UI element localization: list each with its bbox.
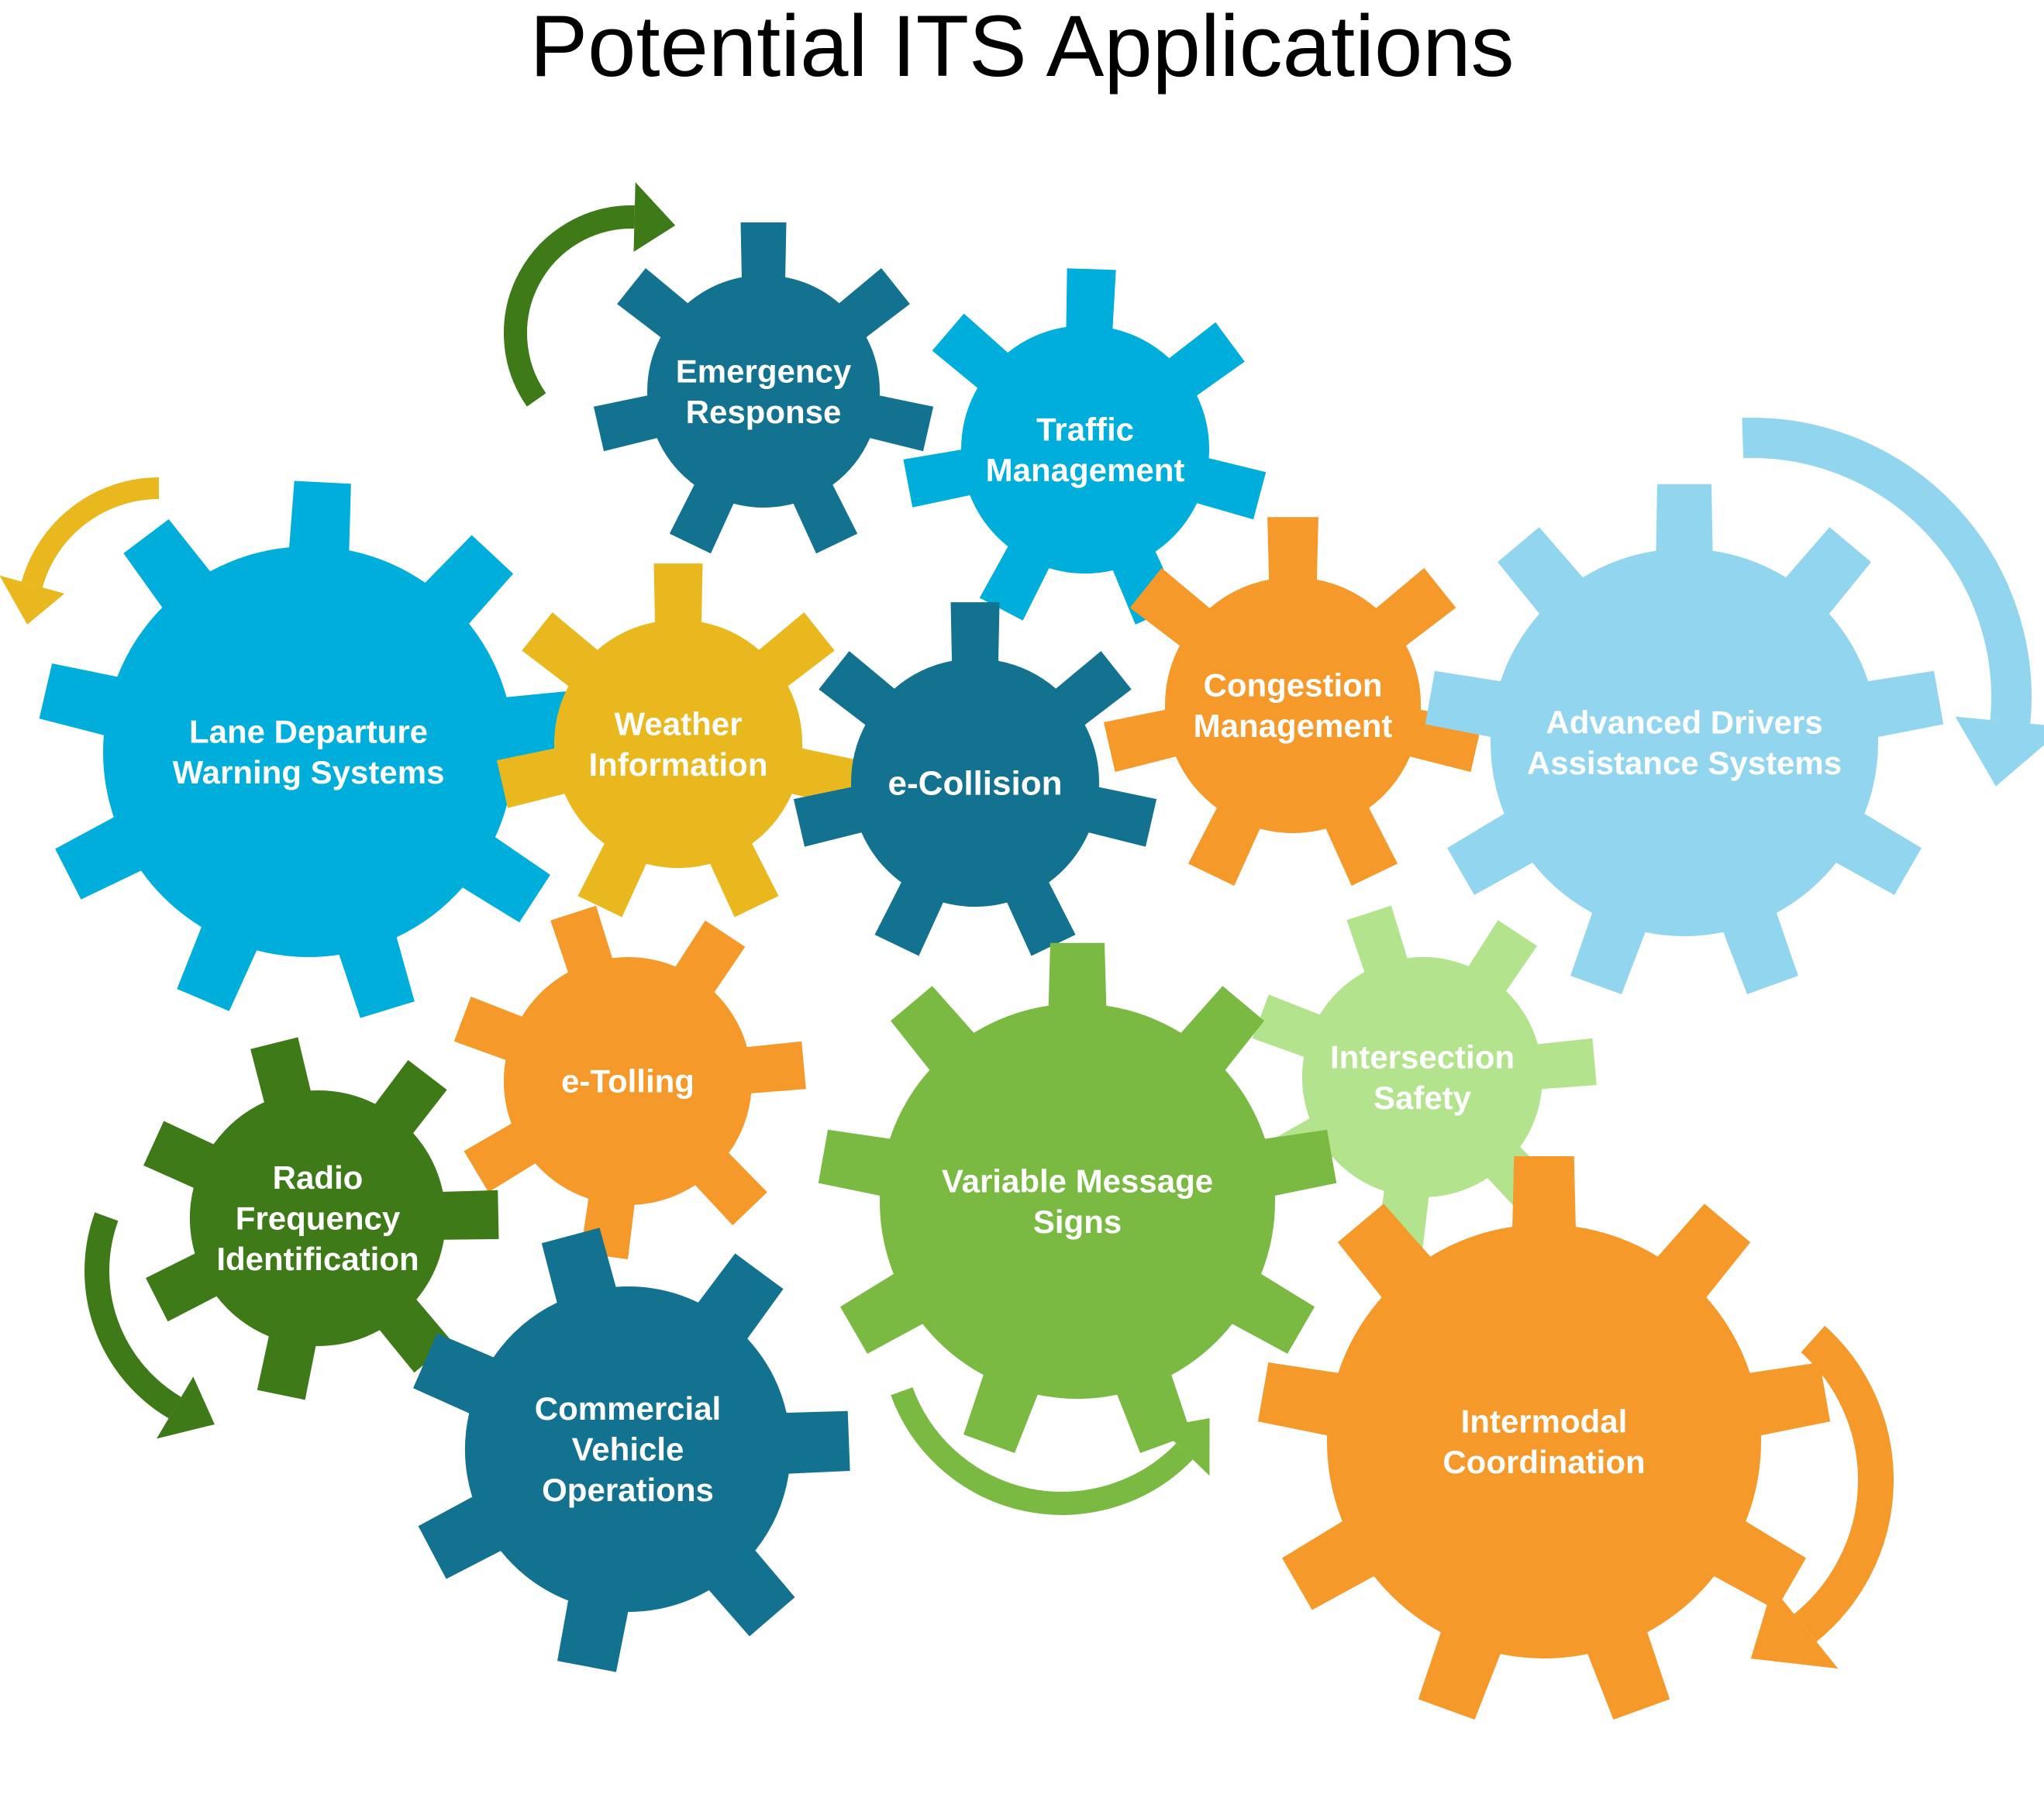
gear-label-line: Signs — [1033, 1204, 1122, 1240]
arrow-shaft — [1794, 1325, 1894, 1642]
gear-label-line: e-Collision — [888, 764, 1063, 802]
page-title: Potential ITS Applications — [529, 0, 1515, 95]
gear-label-line: Management — [986, 452, 1185, 488]
gear-label-line: Response — [686, 394, 842, 430]
gear-shape — [496, 563, 860, 918]
gear-label-line: Emergency — [676, 353, 852, 389]
advanced-drivers-arrow — [1742, 418, 2044, 787]
gear-label-line: Radio — [273, 1159, 364, 1196]
gear-label-line: Variable Message — [942, 1163, 1213, 1200]
gear-label-line: Commercial — [535, 1390, 721, 1427]
gear-label-line: Vehicle — [572, 1431, 684, 1468]
arrows-layer — [0, 182, 2044, 1669]
arrow-shaft — [891, 1387, 1193, 1515]
gear-label-line: Warning Systems — [173, 754, 445, 790]
gear-shape — [818, 942, 1337, 1453]
gear-shape — [1104, 517, 1482, 886]
gear-e-collision: e-Collision — [793, 602, 1157, 956]
gear-shape — [39, 480, 580, 1018]
gear-e-tolling: e-Tolling — [453, 905, 806, 1259]
gear-shape — [143, 1037, 499, 1400]
gear-shape — [413, 1228, 850, 1672]
gear-label-line: Frequency — [236, 1200, 401, 1237]
emergency-response-arrow — [503, 182, 676, 407]
arrow-shaft — [503, 205, 635, 407]
gear-label-line: Information — [589, 746, 768, 783]
gear-label-line: Management — [1194, 708, 1393, 744]
gear-label-line: Advanced Drivers — [1546, 704, 1822, 741]
arrow-head — [633, 182, 676, 252]
arrow-shaft — [84, 1212, 182, 1419]
gear-label-line: Intersection — [1330, 1039, 1515, 1076]
gear-label-line: Assistance Systems — [1527, 745, 1842, 781]
arrow-head — [1955, 716, 2044, 787]
gear-label-line: Identification — [216, 1241, 419, 1277]
gear-shape — [1257, 1156, 1831, 1720]
gear-shape — [793, 602, 1157, 956]
gear-label-line: e-Tolling — [561, 1063, 695, 1100]
arrow-shaft — [21, 477, 160, 588]
gear-label-line: Operations — [542, 1472, 714, 1508]
gear-label-line: Weather — [615, 706, 743, 742]
gear-shape — [1425, 484, 1944, 994]
gear-label-line: Traffic — [1036, 412, 1134, 448]
arrow-head — [157, 1376, 215, 1439]
lane-departure-arrow — [0, 477, 160, 625]
arrow-shaft — [1742, 418, 2032, 724]
gear-label-line: Lane Departure — [189, 714, 428, 750]
arrow-head — [0, 575, 65, 625]
gear-shape — [903, 268, 1267, 625]
gear-label-line: Congestion — [1204, 667, 1383, 704]
radio-frequency-arrow — [84, 1212, 215, 1439]
gear-label-line: Coordination — [1443, 1444, 1645, 1480]
gear-label-line: Intermodal — [1461, 1403, 1628, 1440]
gear-label-line: Safety — [1374, 1080, 1472, 1116]
gear-shape — [453, 905, 806, 1259]
gear-shape — [1252, 905, 1597, 1252]
gear-shape — [593, 222, 934, 554]
